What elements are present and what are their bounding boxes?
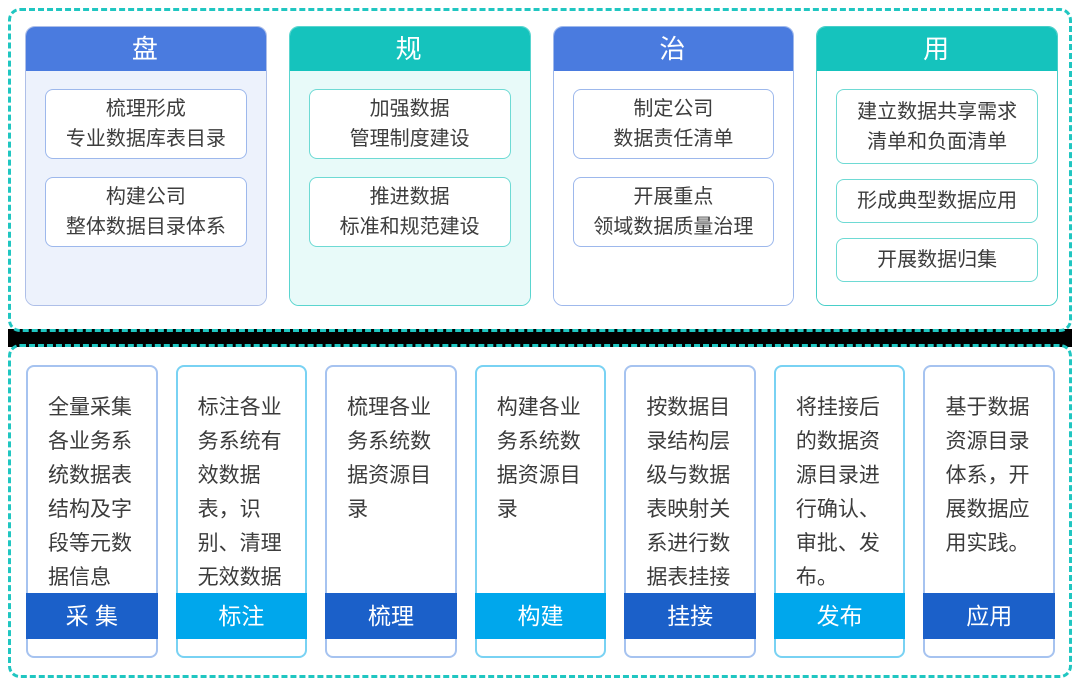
category-card-gui: 规 加强数据 管理制度建设 推进数据 标准和规范建设 xyxy=(288,26,531,306)
process-step-card-link: 按数据目录结构层级与数据表映射关系进行数据表挂接 挂接 xyxy=(624,365,756,658)
process-step-description: 标注各业务系统有效数据表，识别、清理无效数据表。 xyxy=(197,396,282,623)
process-step-description: 构建各业务系统数据资源目录 xyxy=(496,396,581,521)
category-body: 建立数据共享需求 清单和负面清单 形成典型数据应用 开展数据归集 xyxy=(817,71,1057,305)
process-step-description: 按数据目录结构层级与数据表映射关系进行数据表挂接 xyxy=(646,396,731,589)
category-body: 梳理形成 专业数据库表目录 构建公司 整体数据目录体系 xyxy=(26,71,266,305)
category-item: 开展数据归集 xyxy=(836,238,1038,282)
category-card-zhi: 治 制定公司 数据责任清单 开展重点 领域数据质量治理 xyxy=(552,26,795,306)
process-step-card-build: 构建各业务系统数据资源目录 构建 xyxy=(474,365,607,658)
category-body: 加强数据 管理制度建设 推进数据 标准和规范建设 xyxy=(289,71,530,305)
process-step-card-publish: 将挂接后的数据资源目录进行确认、审批、发布。 发布 xyxy=(773,365,906,658)
category-header: 盘 xyxy=(26,27,266,71)
process-step-row: 全量采集各业务系统数据表结构及字段等元数据信息 采 集 标注各业务系统有效数据表… xyxy=(26,365,1056,658)
category-item: 构建公司 整体数据目录体系 xyxy=(45,177,247,247)
process-step-label: 梳理 xyxy=(325,593,457,639)
process-step-label: 发布 xyxy=(773,593,906,639)
category-card-row: 盘 梳理形成 专业数据库表目录 构建公司 整体数据目录体系 规 加强数据 管理制… xyxy=(25,26,1058,306)
category-header: 规 xyxy=(289,27,530,71)
process-step-card-annotate: 标注各业务系统有效数据表，识别、清理无效数据表。 标注 xyxy=(175,365,308,658)
category-item: 开展重点 领域数据质量治理 xyxy=(572,177,775,247)
process-step-description: 全量采集各业务系统数据表结构及字段等元数据信息 xyxy=(48,396,132,589)
category-header: 治 xyxy=(553,27,794,71)
process-step-label: 标注 xyxy=(175,593,308,639)
process-step-description: 基于数据资源目录体系，开展数据应用实践。 xyxy=(945,396,1030,555)
category-item: 建立数据共享需求 清单和负面清单 xyxy=(836,89,1038,164)
process-step-card-organize: 梳理各业务系统数据资源目录 梳理 xyxy=(325,365,457,658)
category-item: 梳理形成 专业数据库表目录 xyxy=(45,89,247,159)
process-step-description: 将挂接后的数据资源目录进行确认、审批、发布。 xyxy=(795,396,880,589)
category-body: 制定公司 数据责任清单 开展重点 领域数据质量治理 xyxy=(553,71,794,305)
process-step-card-apply: 基于数据资源目录体系，开展数据应用实践。 应用 xyxy=(923,365,1056,658)
category-item: 制定公司 数据责任清单 xyxy=(572,89,775,159)
process-step-label: 构建 xyxy=(474,593,607,639)
category-card-yong: 用 建立数据共享需求 清单和负面清单 形成典型数据应用 开展数据归集 xyxy=(816,26,1058,306)
process-step-description: 梳理各业务系统数据资源目录 xyxy=(347,396,432,521)
category-item: 形成典型数据应用 xyxy=(836,179,1038,223)
section-divider xyxy=(8,329,1072,347)
process-step-label: 挂接 xyxy=(624,593,756,639)
process-step-label: 应用 xyxy=(923,593,1056,639)
process-step-label: 采 集 xyxy=(26,593,158,639)
category-item: 加强数据 管理制度建设 xyxy=(308,89,511,159)
category-card-pan: 盘 梳理形成 专业数据库表目录 构建公司 整体数据目录体系 xyxy=(25,26,267,306)
category-header: 用 xyxy=(817,27,1057,71)
process-step-card-collect: 全量采集各业务系统数据表结构及字段等元数据信息 采 集 xyxy=(26,365,158,658)
category-item: 推进数据 标准和规范建设 xyxy=(308,177,511,247)
